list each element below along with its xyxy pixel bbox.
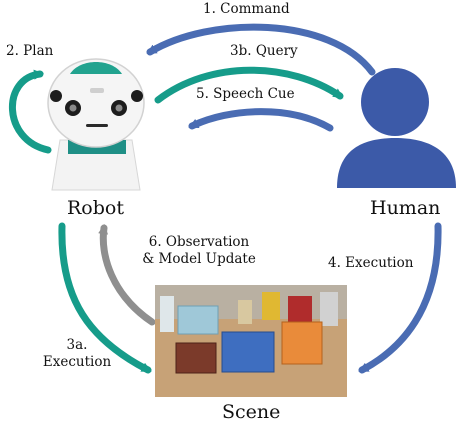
query-arrow <box>154 66 344 104</box>
robot-execution-label-line2: Execution <box>42 354 112 370</box>
groceries-photo <box>155 285 347 397</box>
robot-label: Robot <box>67 197 124 219</box>
observation-label-line2: & Model Update <box>142 251 256 267</box>
scene-label: Scene <box>222 401 281 423</box>
robot-execution-label: 3a. Execution <box>34 337 120 371</box>
human-execution-arrow <box>358 222 442 374</box>
query-label: 3b. Query <box>230 43 298 59</box>
plan-arrow <box>8 69 52 154</box>
observation-arrow <box>98 224 156 326</box>
robot-head-icon <box>47 58 145 191</box>
human-execution-label: 4. Execution <box>328 255 414 271</box>
speech-cue-label: 5. Speech Cue <box>196 86 295 102</box>
robot-execution-arrow <box>58 222 152 374</box>
command-arrow <box>146 23 376 76</box>
person-icon <box>337 68 456 188</box>
plan-label: 2. Plan <box>6 43 54 59</box>
command-label: 1. Command <box>203 1 290 17</box>
human-label: Human <box>370 197 441 219</box>
observation-label: 6. Observation & Model Update <box>130 234 268 268</box>
speech-cue-arrow <box>188 108 334 132</box>
robot-execution-label-line1: 3a. <box>66 337 88 353</box>
observation-label-line1: 6. Observation <box>148 234 250 250</box>
